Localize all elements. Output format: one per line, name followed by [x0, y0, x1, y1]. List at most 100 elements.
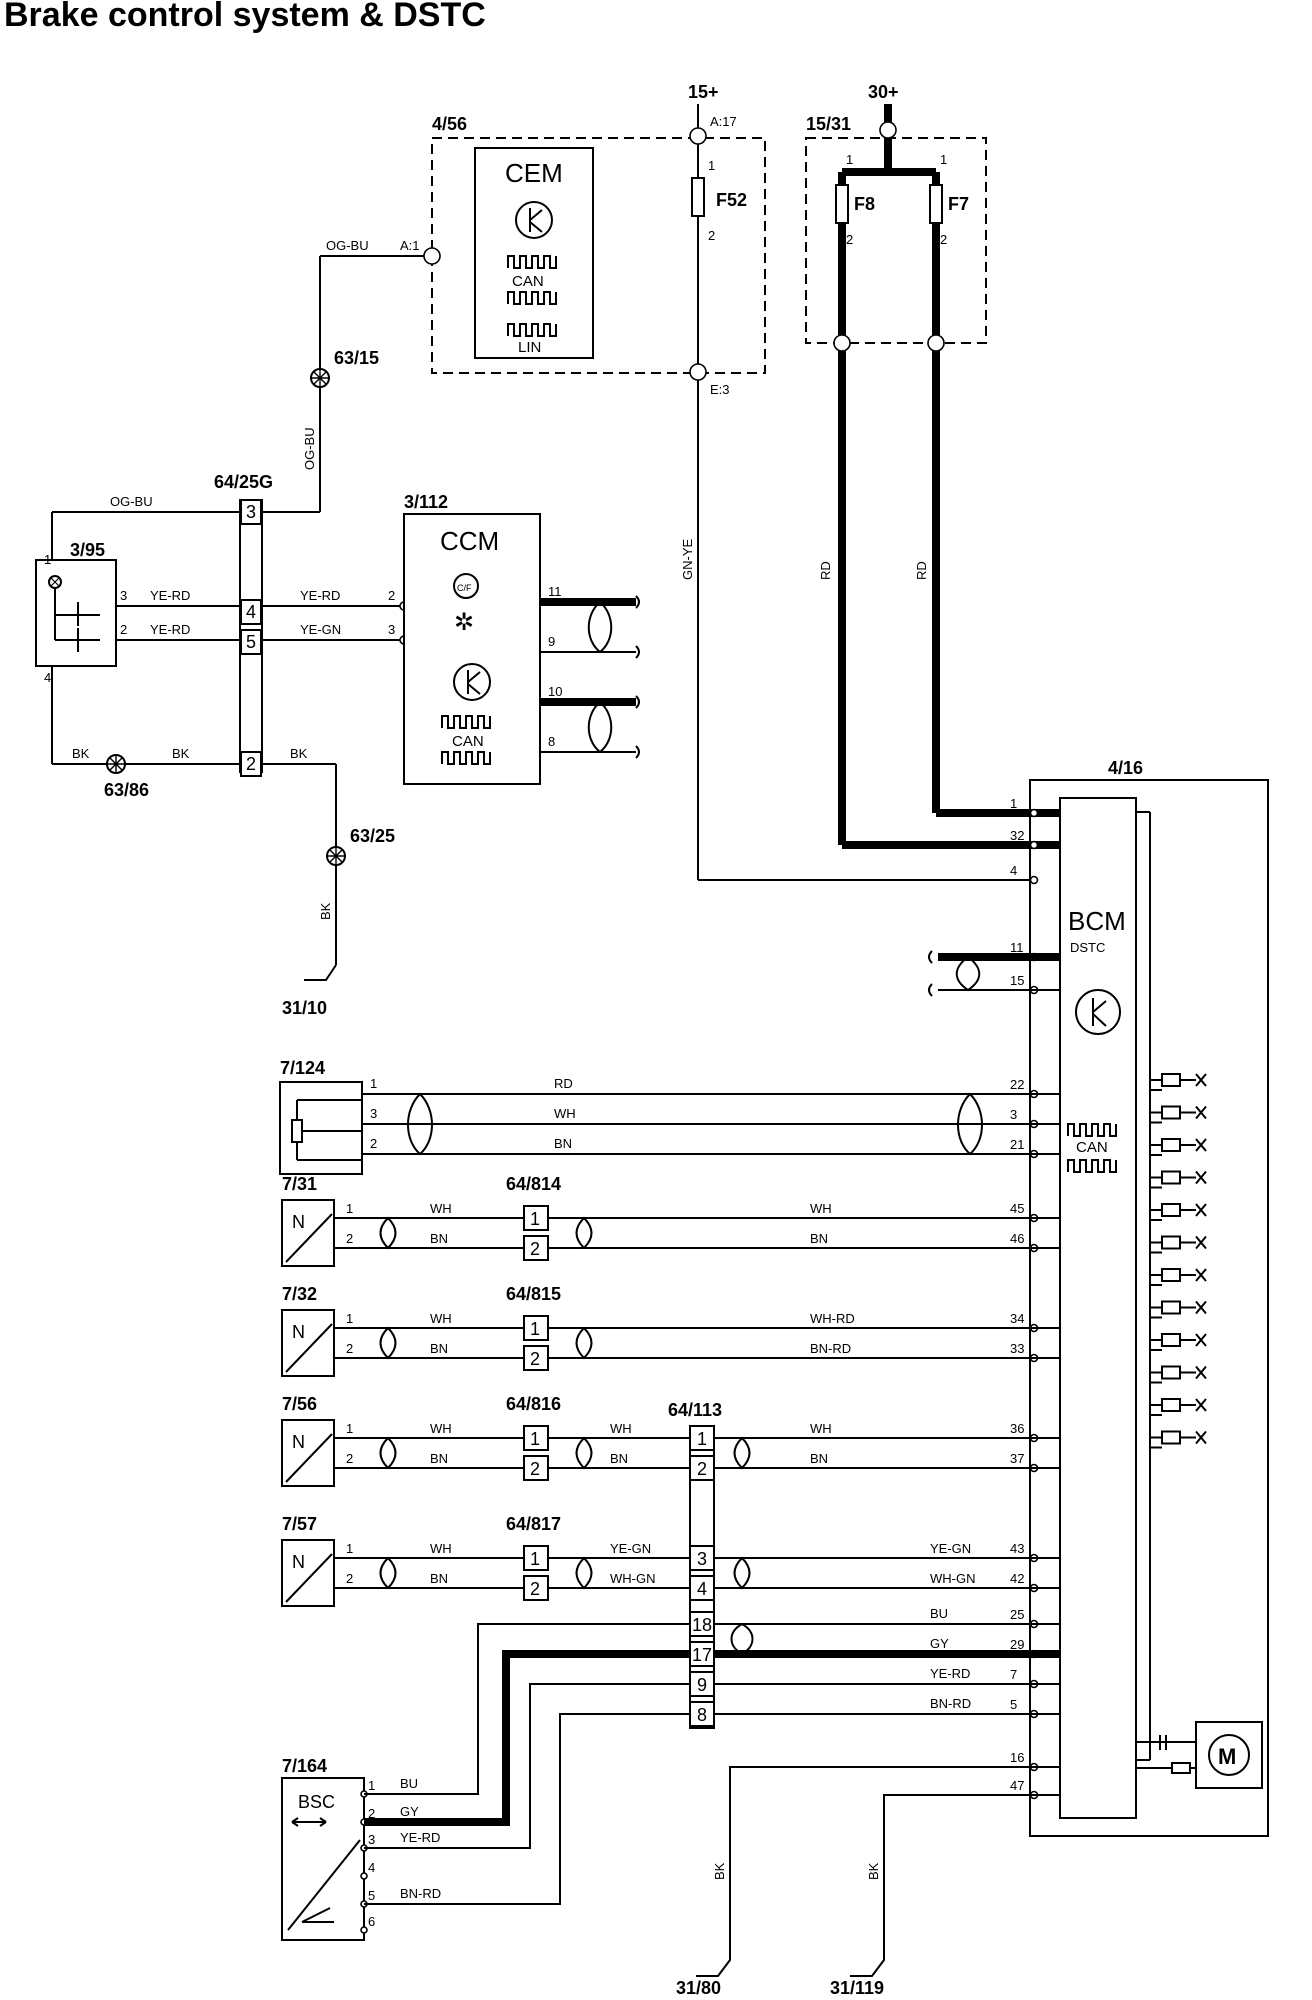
bcm-pin-3: 3: [1010, 1107, 1017, 1122]
svg-text:2: 2: [388, 588, 395, 603]
wire-wh-1: WH: [554, 1106, 576, 1121]
c113-pin: 17: [692, 1645, 712, 1665]
ground-31-80-label: 31/80: [676, 1978, 721, 1998]
fuse-f8-label: F8: [854, 194, 875, 214]
valve-icon: [1180, 1105, 1207, 1120]
bcm-can-label: CAN: [1076, 1139, 1108, 1156]
valve-coil-icon: [1161, 1398, 1181, 1412]
splice-63-25-label: 63/25: [350, 826, 395, 846]
sensor-n-label: N: [292, 1212, 305, 1232]
wire-og-bu-1: OG-BU: [326, 238, 369, 253]
bcm-pin-5: 5: [1010, 1697, 1017, 1712]
bcm-valve-array: [1150, 1073, 1207, 1449]
bcm-module: [1059, 797, 1137, 1819]
fuse-f7-label: F7: [948, 194, 969, 214]
wheel-sensor-ref: 7/32: [282, 1284, 317, 1304]
pin-1: 1: [346, 1201, 353, 1216]
bcm-terminal: [1029, 875, 1039, 885]
ccm-cf-label: C/F: [457, 583, 472, 593]
cem-pin-a1: [423, 247, 441, 265]
cem-pin-e3: [689, 363, 707, 381]
bcm-dstc-label: DSTC: [1070, 940, 1105, 955]
svg-text:2: 2: [940, 232, 947, 247]
c113-pin: 2: [697, 1459, 707, 1479]
sensor-n-label: N: [292, 1322, 305, 1342]
pin-1: 1: [346, 1421, 353, 1436]
valve-icon: [1180, 1138, 1207, 1152]
wire-bk-1: BK: [72, 746, 90, 761]
ccm-can-label: CAN: [452, 733, 484, 750]
ccm-label: CCM: [440, 526, 499, 556]
wire-color: YE-GN: [610, 1541, 651, 1556]
sensor-n-label: N: [292, 1432, 305, 1452]
pin-1: 1: [346, 1541, 353, 1556]
brake-switch-3-95: [35, 559, 117, 667]
valve-coil-icon: [1161, 1333, 1181, 1347]
wire-bn-1: BN: [554, 1136, 572, 1151]
wire-color: WH: [810, 1201, 832, 1216]
wire-color: WH: [430, 1311, 452, 1326]
bcm-pin-22: 22: [1010, 1077, 1024, 1092]
valve-coil-icon: [1161, 1073, 1181, 1087]
conn-pin: 1: [530, 1319, 540, 1339]
pump-motor-box: [1195, 1721, 1263, 1789]
bcm-pin-33: 33: [1010, 1341, 1024, 1356]
wire-ye-rd-2: YE-RD: [150, 622, 190, 637]
wire-og-bu-2: OG-BU: [302, 427, 317, 470]
svg-text:1: 1: [940, 152, 947, 167]
wheel-sensor-ref: 7/56: [282, 1394, 317, 1414]
bcm-boundary: [1029, 779, 1269, 1837]
bsc-pin: 2: [368, 1806, 375, 1821]
transistor-icon: [529, 208, 543, 233]
wire-ye-rd-1: YE-RD: [150, 588, 190, 603]
valve-icon: [1180, 1235, 1207, 1250]
cem-pin-a17-label: A:17: [710, 114, 737, 129]
cem-pin-a17: [689, 127, 707, 145]
wheel-sensor-box: [281, 1309, 335, 1377]
can-wave-icon: [507, 255, 557, 269]
wire-color: BN: [810, 1231, 828, 1246]
bsc-pin: 5: [368, 1888, 375, 1903]
cem-processor-icon: [515, 201, 553, 239]
connector-64-25g-label: 64/25G: [214, 472, 273, 492]
svg-text:11: 11: [548, 584, 562, 599]
conn-pin: 2: [530, 1459, 540, 1479]
c113-pin: 1: [697, 1429, 707, 1449]
svg-text:2: 2: [246, 754, 256, 774]
bcm-pin-29: 29: [1010, 1637, 1024, 1652]
wire-color: WH-RD: [810, 1311, 855, 1326]
sensor-7-164-bsc: [281, 1777, 365, 1941]
sensor-n-label: N: [292, 1552, 305, 1572]
bsc-pin: 3: [368, 1832, 375, 1847]
wire-rd-1: RD: [818, 561, 833, 580]
valve-icon: [1180, 1430, 1207, 1445]
svg-text:9: 9: [548, 634, 555, 649]
connector-64-113-label: 64/113: [668, 1400, 722, 1420]
cem-pin-a1-label: A:1: [400, 238, 420, 253]
bcm-pin-34: 34: [1010, 1311, 1024, 1326]
bcm-can-wave-icon: [1067, 1123, 1117, 1137]
splice-63-15-label: 63/15: [334, 348, 379, 368]
svg-text:8: 8: [548, 734, 555, 749]
c113-pin: 4: [697, 1579, 707, 1599]
bcm-processor-icon: [1075, 989, 1121, 1035]
cem-lin-label: LIN: [518, 339, 541, 356]
wheel-sensor-box: [281, 1199, 335, 1267]
valve-coil-icon: [1161, 1170, 1181, 1185]
bcm-terminal: [1029, 808, 1039, 818]
pump-motor-icon: [1208, 1734, 1250, 1776]
bcm-ref: 4/16: [1108, 758, 1143, 778]
wire-bk-2: BK: [172, 746, 190, 761]
svg-text:2: 2: [708, 228, 715, 243]
inline-connector-ref: 64/814: [506, 1174, 561, 1194]
wire-ye-rd-5: YE-RD: [400, 1830, 440, 1845]
bsc-label: BSC: [298, 1792, 335, 1812]
svg-text:4: 4: [246, 602, 256, 622]
temp-icon: [453, 573, 479, 599]
svg-text:3: 3: [120, 588, 127, 603]
bcm-pin-11: 11: [1010, 940, 1024, 955]
bsc-pin: 4: [368, 1860, 375, 1875]
wire-bk-5: BK: [712, 1862, 727, 1880]
